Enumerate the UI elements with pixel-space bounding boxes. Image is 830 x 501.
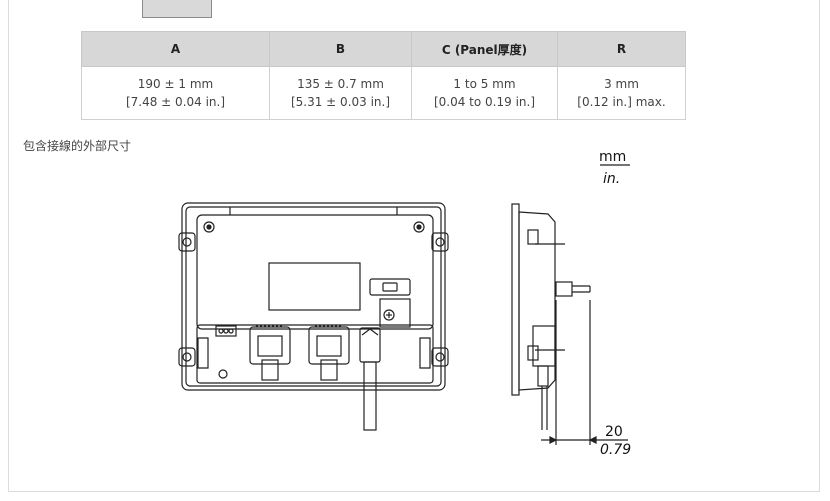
content-frame <box>8 0 820 492</box>
cell-r: 3 mm [0.12 in.] max. <box>557 66 686 120</box>
device-rear-housing <box>196 214 434 330</box>
screw-bottom <box>218 369 228 379</box>
device-inner-frame <box>185 206 442 387</box>
cell-a-imperial: [7.48 ± 0.04 in.] <box>125 95 226 109</box>
cell-b-imperial: [5.31 ± 0.03 in.] <box>290 95 391 109</box>
dimension-in: 0.79 <box>600 442 632 458</box>
serial-connector-2 <box>308 326 350 365</box>
cell-r-metric: 3 mm <box>604 77 639 91</box>
screw-top-right <box>413 221 425 233</box>
dimension-table: A B C (Panel厚度) R 190 ± 1 mm [7.48 ± 0.0… <box>81 31 686 120</box>
clamp-left-bottom <box>178 347 196 367</box>
header-b: B <box>269 31 412 67</box>
clamp-left-top <box>178 232 196 252</box>
device-lower-housing <box>196 324 434 384</box>
cell-a-metric: 190 ± 1 mm <box>137 77 214 91</box>
unit-imperial: in. <box>603 171 621 187</box>
panel-cross-section-drawing <box>142 0 212 18</box>
power-terminal <box>215 325 237 337</box>
cell-c: 1 to 5 mm [0.04 to 0.19 in.] <box>411 66 558 120</box>
cell-r-imperial: [0.12 in.] max. <box>577 95 666 109</box>
cell-b: 135 ± 0.7 mm [5.31 ± 0.03 in.] <box>269 66 412 120</box>
dimension-mm: 20 <box>605 424 623 440</box>
side-bezel <box>511 203 520 396</box>
ethernet-plug <box>359 327 381 363</box>
ground-terminal <box>379 298 411 328</box>
header-a: A <box>81 31 270 67</box>
side-connector <box>555 281 573 297</box>
clamp-right-bottom <box>431 347 449 367</box>
label-plate <box>268 262 361 311</box>
unit-metric: mm <box>599 149 627 165</box>
table-row: 190 ± 1 mm [7.48 ± 0.04 in.] 135 ± 0.7 m… <box>81 66 686 120</box>
usb-port-box <box>369 278 411 296</box>
cell-b-metric: 135 ± 0.7 mm <box>297 77 384 91</box>
serial-connector-1 <box>249 326 291 365</box>
side-body <box>518 211 556 391</box>
ethernet-cable <box>363 361 377 431</box>
section-caption: 包含接線的外部尺寸 <box>23 139 132 153</box>
header-r: R <box>557 31 686 67</box>
device-outer-frame <box>181 202 446 391</box>
cell-c-metric: 1 to 5 mm <box>453 77 516 91</box>
cell-c-imperial: [0.04 to 0.19 in.] <box>433 95 536 109</box>
screw-top-left <box>203 221 215 233</box>
cell-a: 190 ± 1 mm [7.48 ± 0.04 in.] <box>81 66 270 120</box>
clamp-right-top <box>431 232 449 252</box>
